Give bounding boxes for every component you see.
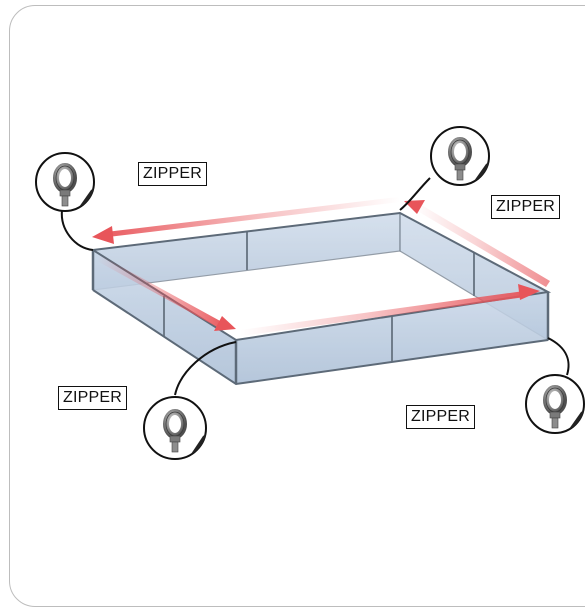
zipper-arrow-right [404,200,550,287]
eye-bolt-icon [525,374,585,434]
zipper-arrow-top [92,197,400,244]
zipper-arrow-left [97,255,236,331]
eye-bolt-icon [35,152,95,212]
zipper-label-top-right: ZIPPER [491,195,560,219]
zipper-frame-diagram [35,126,585,460]
eye-bolt-icon [143,396,207,460]
zipper-label-top-left: ZIPPER [138,162,207,186]
eye-bolt-icon [430,126,490,186]
callout-lines [60,177,570,396]
zipper-label-bottom-right: ZIPPER [406,405,475,429]
zipper-arrow-front [240,284,540,336]
frame-front-wall [91,211,552,386]
zipper-label-bottom-left: ZIPPER [58,386,127,410]
